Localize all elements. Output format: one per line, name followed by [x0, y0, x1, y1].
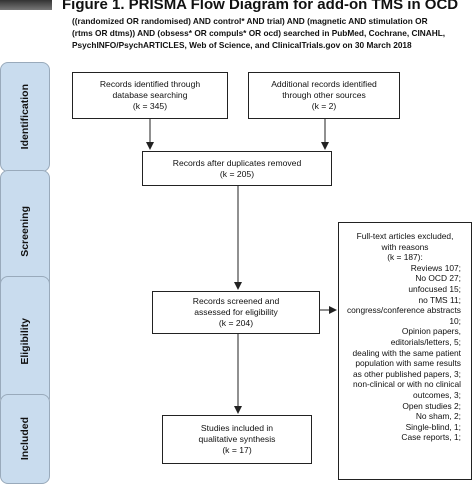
stage-identification: Identification [0, 62, 50, 172]
exclusion-reason: as other published papers, 3; [352, 368, 461, 379]
box-line: (k = 205) [219, 168, 255, 179]
excluded-header-line: with reasons [381, 241, 429, 252]
exclusion-reason: Open studies 2; [402, 400, 461, 411]
caption-line: ((randomized OR randomised) AND control*… [72, 16, 428, 26]
exclusion-reason: non-clinical or with no clinical [353, 379, 461, 390]
exclusion-reasons: Reviews 107;No OCD 27;unfocused 15;no TM… [343, 263, 467, 443]
exclusion-reason: Reviews 107; [410, 262, 461, 273]
search-caption: ((randomized OR randomised) AND control*… [72, 15, 472, 51]
excluded-header-line: (k = 187): [387, 252, 423, 263]
box-line: (k = 17) [222, 445, 252, 455]
exclusion-reason: Case reports, 1; [401, 432, 461, 443]
box-line: assessed for eligibility [194, 307, 278, 317]
stage-included: Included [0, 394, 50, 484]
exclusion-reason: Single-blind, 1; [405, 421, 461, 432]
exclusion-reason: 10; [449, 315, 461, 326]
caption-line: (rtms OR dtms)) AND (obsess* OR compuls*… [72, 28, 446, 38]
excluded-header-line: Full-text articles excluded, [356, 231, 454, 241]
caption-line: PsychINFO/PsychARTICLES, Web of Science,… [72, 40, 412, 50]
exclusion-reason: no TMS 11; [418, 294, 461, 305]
exclusion-reason: unfocused 15; [408, 283, 461, 294]
figure-title: Figure 1. PRISMA Flow Diagram for add-on… [62, 0, 459, 13]
exclusion-reason: Opinion papers, [401, 326, 461, 337]
after-duplicates-box: Records after duplicates removed (k = 20… [142, 151, 332, 186]
exclusion-reason: congress/conference abstracts [346, 305, 461, 316]
publisher-logo [0, 0, 52, 10]
box-line: through other sources [282, 90, 366, 100]
box-line: Additional records identified [271, 79, 377, 89]
screened-box: Records screened and assessed for eligib… [152, 291, 320, 334]
exclusion-reason: No sham, 2; [415, 411, 461, 422]
other-sources-box: Additional records identified through ot… [248, 72, 400, 119]
stage-eligibility: Eligibility [0, 276, 50, 406]
exclusion-reason: dealing with the same patient [352, 347, 461, 358]
box-line: (k = 2) [311, 101, 337, 111]
box-line: Records screened and [192, 296, 280, 306]
exclusion-reason: editorials/letters, 5; [390, 336, 461, 347]
exclusion-reason: No OCD 27; [415, 273, 461, 284]
db-search-box: Records identified through database sear… [72, 72, 228, 119]
exclusion-reason: outcomes, 3; [413, 389, 461, 400]
flow-arrows [146, 119, 337, 414]
included-box: Studies included in qualitative synthesi… [162, 415, 312, 464]
box-line: database searching [112, 90, 188, 100]
box-line: Studies included in [200, 423, 274, 433]
box-line: (k = 345) [132, 101, 168, 111]
box-line: Records identified through [99, 79, 201, 89]
box-line: Records after duplicates removed [172, 157, 302, 168]
box-line: (k = 204) [218, 318, 254, 328]
excluded-box: Full-text articles excluded, with reason… [338, 222, 472, 480]
box-line: qualitative synthesis [198, 434, 276, 444]
exclusion-reason: population with same results [355, 358, 461, 369]
